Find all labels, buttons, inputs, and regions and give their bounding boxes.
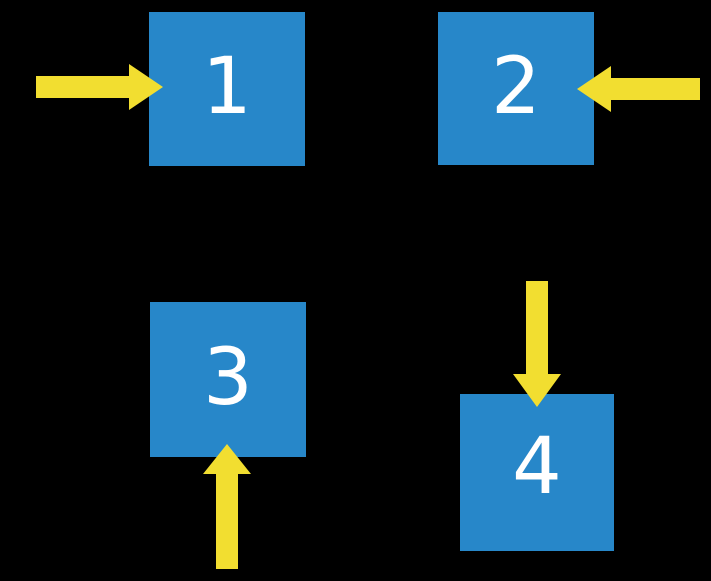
square-1: 1 <box>149 12 305 166</box>
square-3: 3 <box>150 302 306 457</box>
arrow-right-icon <box>36 64 163 110</box>
square-4-label: 4 <box>512 421 562 512</box>
arrow-down-icon <box>513 281 561 407</box>
square-1-label: 1 <box>202 42 252 132</box>
square-4: 4 <box>460 394 614 551</box>
arrow-left-icon <box>577 66 700 112</box>
arrow-up-icon <box>203 444 251 569</box>
square-3-label: 3 <box>203 332 253 423</box>
square-2-label: 2 <box>491 41 541 132</box>
square-2: 2 <box>438 12 594 165</box>
